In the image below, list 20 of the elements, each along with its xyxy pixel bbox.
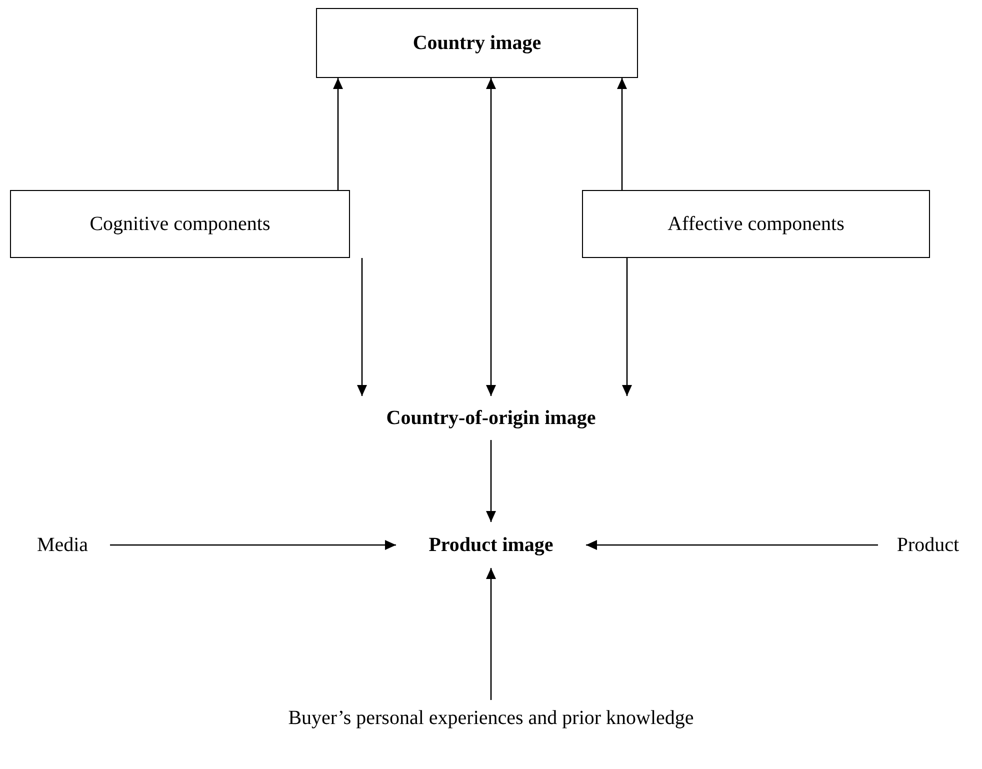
box-label: Affective components [668,212,844,236]
arrow [486,78,496,396]
box-label: Country image [412,32,542,54]
concept-label: Product image [428,534,554,556]
concept-box [316,8,638,78]
arrow [333,78,343,190]
arrow [617,78,627,190]
arrow [110,540,396,550]
arrow [486,440,496,522]
arrow [622,258,632,396]
arrow [357,258,367,396]
concept-label: Product [896,534,960,556]
concept-label: Media [36,534,88,556]
concept-label: Country-of-origin image [386,406,596,430]
concept-box [10,190,350,258]
box-label: Cognitive components [90,212,270,236]
concept-label: Buyer’s personal experiences and prior knowledge [288,706,694,730]
arrow [586,540,878,550]
arrow [486,568,496,700]
concept-box [582,190,930,258]
